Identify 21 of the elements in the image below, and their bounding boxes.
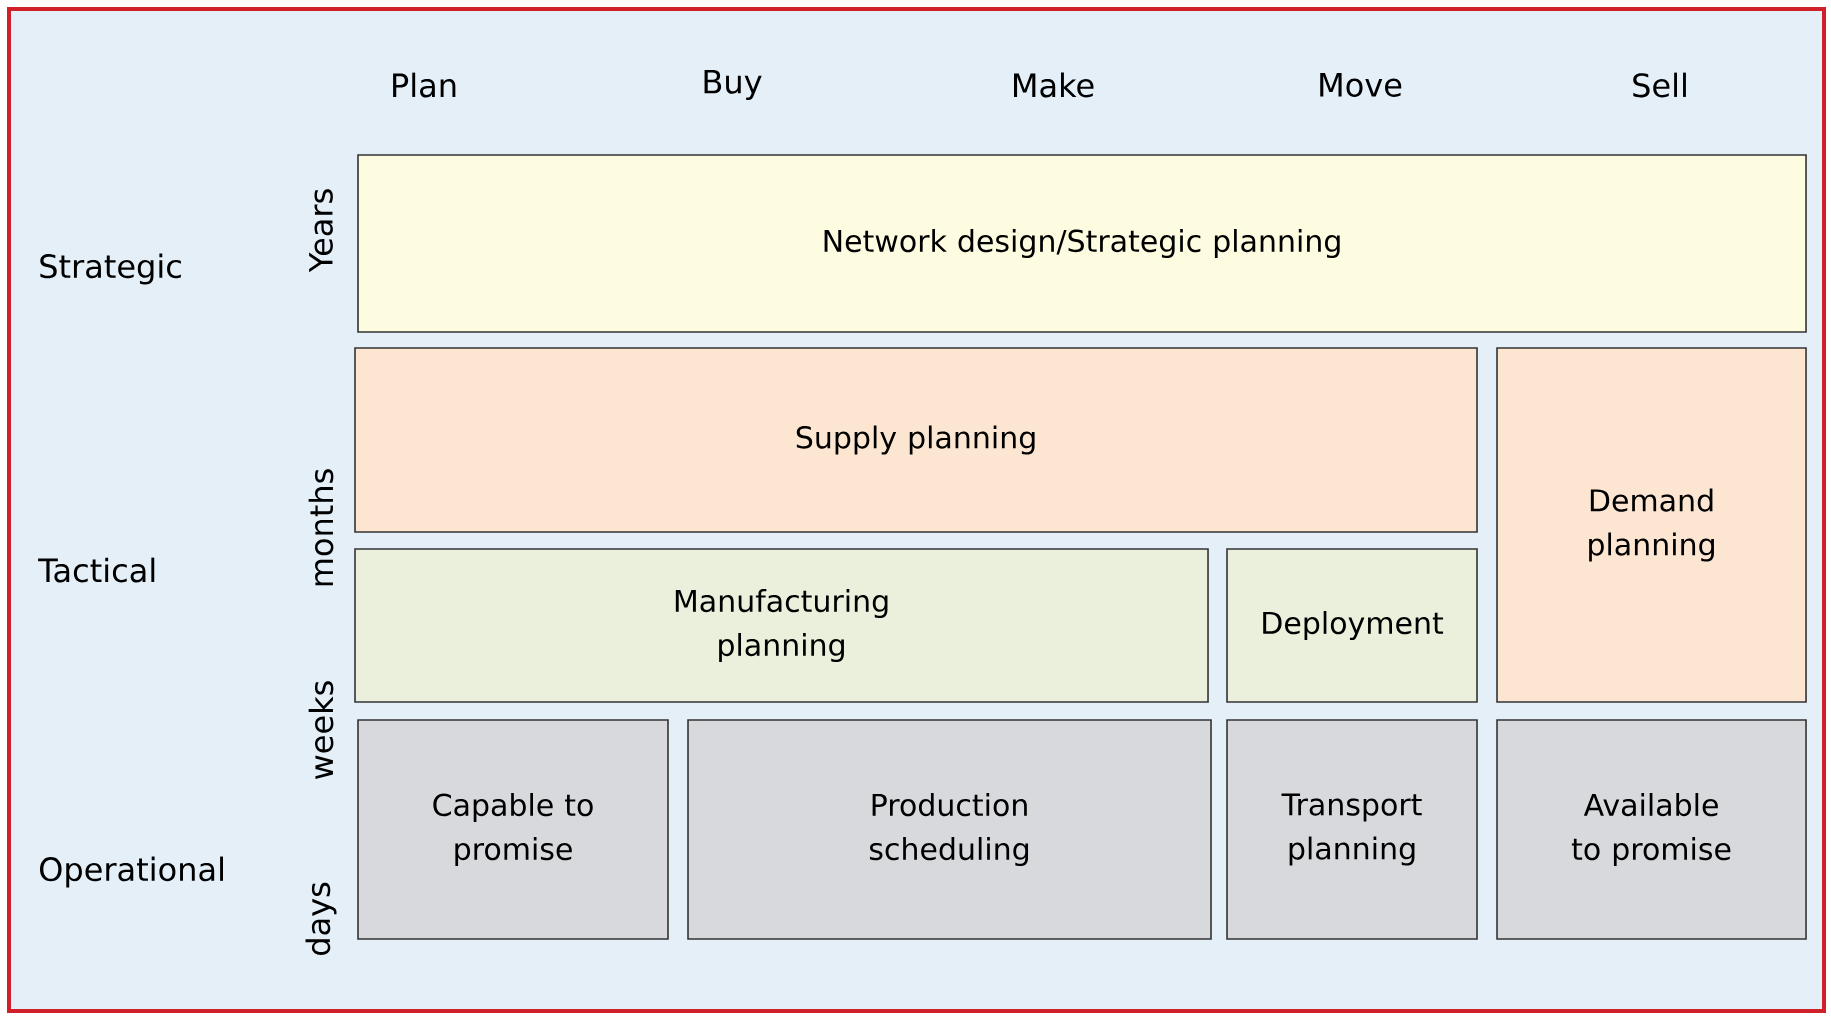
column-header: Make (1014, 72, 1094, 98)
column-header: Buy (704, 70, 762, 100)
column-header: Sell (1633, 72, 1686, 98)
time-label: days (305, 882, 337, 955)
time-label: months (308, 469, 334, 586)
row-label: Operational (40, 856, 223, 888)
planning-box: Transport planning (1226, 719, 1478, 940)
planning-box: Deployment (1226, 548, 1478, 703)
planning-box: Capable to promise (357, 719, 669, 940)
planning-box: Network design/Strategic planning (357, 154, 1807, 333)
time-label: Years (309, 189, 333, 273)
column-header: Plan (393, 72, 456, 98)
row-label: Strategic (40, 253, 181, 285)
column-header: Move (1320, 73, 1402, 97)
planning-box: Available to promise (1496, 719, 1807, 940)
planning-box: Manufacturing planning (354, 548, 1209, 703)
time-label: weeks (308, 681, 334, 780)
planning-box: Demand planning (1496, 347, 1807, 703)
planning-box: Production scheduling (687, 719, 1212, 940)
row-label: Tactical (38, 557, 155, 583)
planning-box: Supply planning (354, 347, 1478, 533)
